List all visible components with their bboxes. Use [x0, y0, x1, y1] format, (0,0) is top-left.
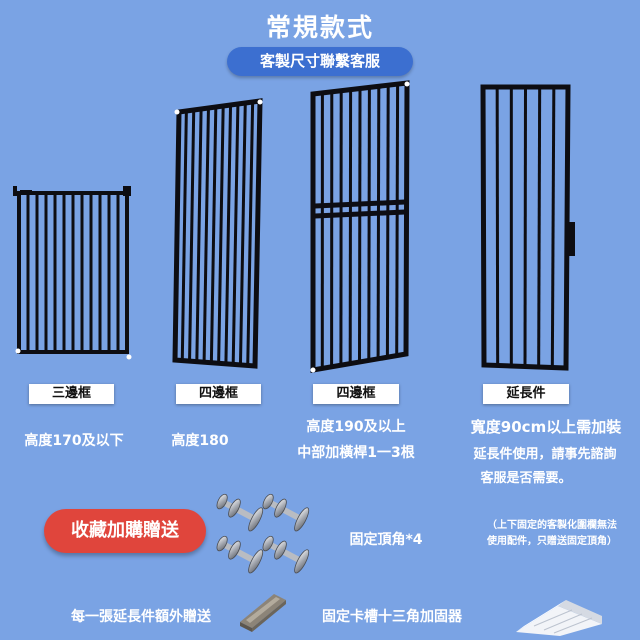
bracket-slot-image — [240, 594, 286, 632]
height-caption-four-sided: 高度180 — [171, 433, 229, 449]
height-caption-four-sided-crossbar: 高度190及以上 — [306, 419, 406, 435]
product-label-three-sided: 三邊框 — [29, 384, 114, 404]
product-label-extension: 延長件 — [483, 384, 569, 404]
three-sided-gate-image — [13, 186, 132, 360]
four-sided-gate-image — [172, 98, 263, 369]
extension-caption-width: 寬度90cm以上需加裝 — [470, 418, 622, 436]
product-label-four-sided-crossbar: 四邊框 — [313, 384, 399, 404]
product-label-four-sided: 四邊框 — [176, 384, 261, 404]
custom-gate-note-line1: （上下固定的客製化圍欄無法 — [487, 520, 617, 531]
four-sided-gate-crossbar-image — [310, 80, 410, 373]
height-caption-three-sided: 高度170及以下 — [24, 433, 124, 449]
corner-fixing-label: 固定頂角*4 — [349, 532, 423, 548]
custom-gate-note-line2: 使用配件，只贈送固定頂角） — [487, 536, 617, 547]
extension-caption-consult: 延長件使用，請事先諮詢 — [473, 447, 617, 462]
favorite-gift-badge: 收藏加購贈送 — [44, 509, 206, 553]
bracket-reinforcement-label: 固定卡槽十三角加固器 — [322, 609, 462, 625]
crossbar-caption: 中部加橫桿1一3根 — [297, 445, 415, 461]
triangle-reinforcer-image — [516, 600, 602, 636]
corner-fixing-screws-image — [216, 493, 310, 574]
extension-caption-need: 客服是否需要。 — [480, 471, 572, 486]
custom-size-banner: 客製尺寸聯繫客服 — [227, 47, 413, 76]
extension-extra-gift-label: 每一張延長件額外贈送 — [71, 609, 211, 625]
page-title: 常規款式 — [265, 13, 374, 42]
extension-piece-image — [480, 84, 575, 371]
